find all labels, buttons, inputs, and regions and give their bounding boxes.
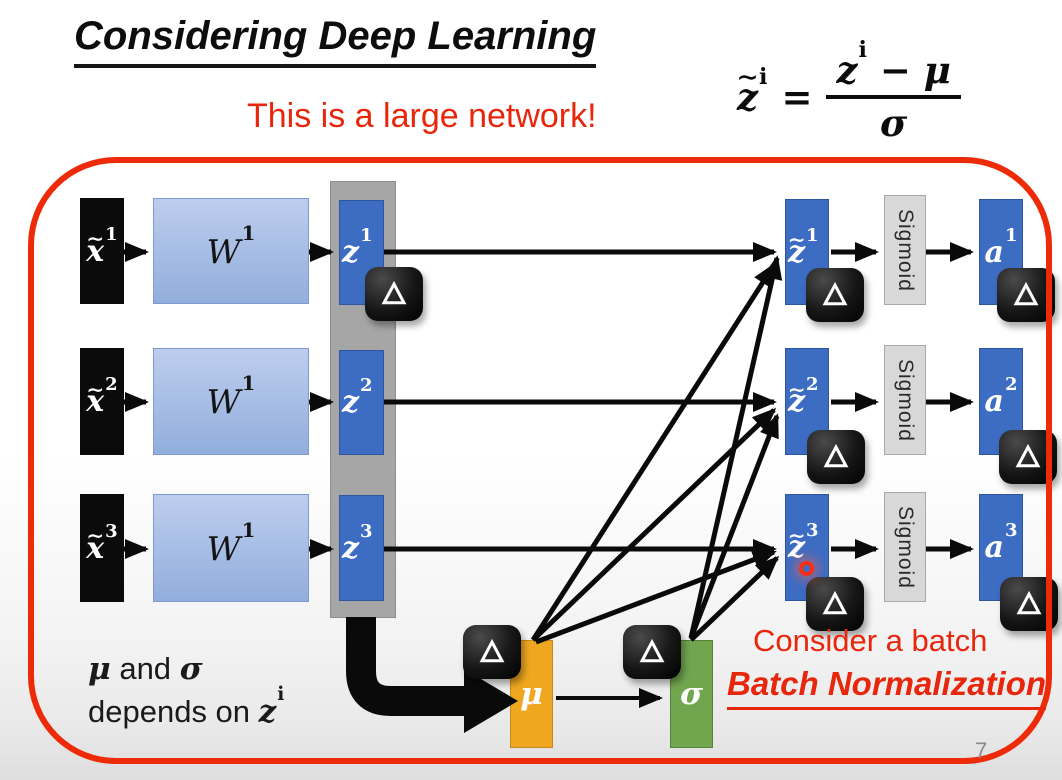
delta-icon [639, 638, 665, 663]
delta-badge-ztilde3 [806, 577, 864, 631]
delta-icon [822, 281, 848, 306]
delta-icon [1015, 443, 1041, 468]
mu-to-ztilde-arrows [530, 262, 777, 645]
input-x3-box: ∼x3 [80, 494, 124, 602]
delta-badge-ztilde1 [806, 268, 864, 322]
delta-icon [1016, 590, 1042, 615]
mu-sigma-note-line2: depends on zi [88, 684, 285, 730]
delta-badge-mu [463, 625, 521, 679]
mu-sigma-note-line1: μ and σ [88, 651, 203, 687]
sigmoid-row3-box: Sigmoid [884, 492, 926, 602]
input-x1-box: ∼x1 [80, 198, 124, 304]
fraction-bar [826, 95, 961, 99]
large-network-note: This is a large network! [247, 97, 597, 135]
delta-icon [822, 590, 848, 615]
formula-fraction: zi − μ σ [826, 37, 961, 145]
batch-normalization-label: Batch Normalization [727, 665, 1047, 710]
delta-badge-a2 [999, 430, 1057, 484]
z2-box: z2 [339, 350, 384, 455]
batchnorm-formula: ∼zi = zi − μ σ [736, 37, 961, 145]
delta-badge-z1 [365, 267, 423, 321]
laser-pointer-dot [799, 561, 814, 576]
page-title: Considering Deep Learning [74, 14, 597, 68]
sigmoid-row1-box: Sigmoid [884, 195, 926, 305]
formula-denominator: σ [880, 101, 908, 145]
delta-badge-ztilde2 [807, 430, 865, 484]
delta-badge-a1 [997, 268, 1055, 322]
page-number: 7 [975, 738, 988, 763]
weight-w1-row3-box: W1 [153, 494, 309, 602]
formula-lhs: ∼zi [736, 62, 768, 119]
weight-w1-row1-box: W1 [153, 198, 309, 304]
delta-icon [381, 280, 407, 305]
z1-box: z1 [339, 200, 384, 305]
sigmoid-row2-box: Sigmoid [884, 345, 926, 455]
mu-sigma-note: μ and σ depends on zi [88, 648, 284, 734]
z3-box: z3 [339, 495, 384, 601]
input-x2-box: ∼x2 [80, 348, 124, 455]
sigma-to-ztilde-arrows [688, 255, 783, 642]
delta-icon [823, 443, 849, 468]
delta-badge-a3 [1000, 577, 1058, 631]
delta-icon [479, 638, 505, 663]
delta-icon [1013, 281, 1039, 306]
delta-badge-sigma [623, 625, 681, 679]
weight-w1-row2-box: W1 [153, 348, 309, 455]
formula-numerator: zi − μ [836, 37, 951, 92]
equals-sign: = [781, 74, 813, 119]
consider-batch-note: Consider a batch [753, 623, 988, 658]
